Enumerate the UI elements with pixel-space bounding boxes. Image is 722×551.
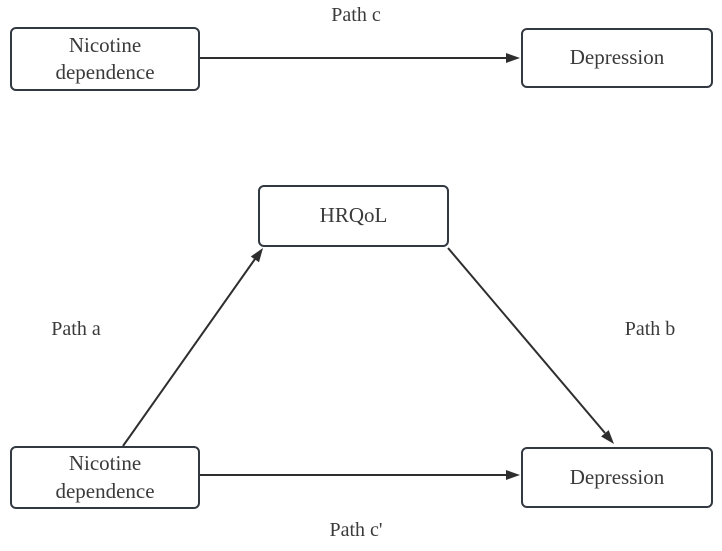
path-b-arrow [447,247,614,444]
path-c-label: Path c [331,4,381,26]
path-c-prime-label: Path c' [329,519,383,541]
box-depression-mediation: Depression [521,447,713,508]
path-a-label: Path a [51,318,101,340]
box-hrqol-mediator: HRQoL [258,185,449,247]
box-nicotine-dependence-mediation: Nicotine dependence [10,446,200,509]
path-b-label: Path b [624,318,676,340]
box-depression-total: Depression [521,28,713,88]
path-a-arrow [122,248,263,447]
path-c-arrow [200,53,520,63]
box-nicotine-dependence-total: Nicotine dependence [10,27,200,91]
path-c-prime-arrow [200,470,520,480]
